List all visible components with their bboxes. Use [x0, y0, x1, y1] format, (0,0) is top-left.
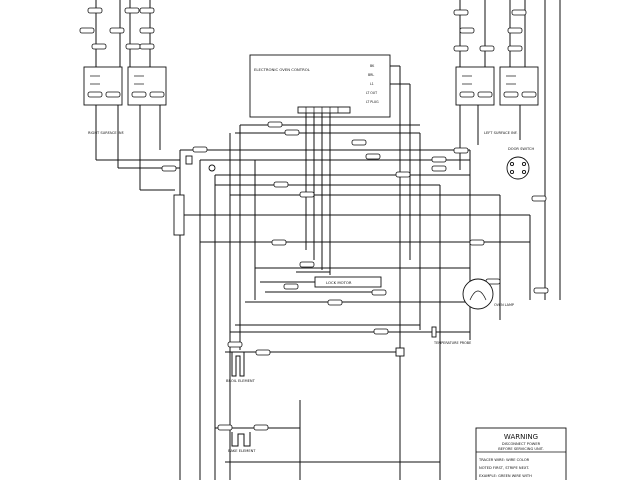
oven-lamp: OVEN LAMP — [462, 278, 514, 310]
oven-lamp-label: OVEN LAMP — [494, 303, 514, 307]
right-surface-inf-label: RIGHT SURFACE INF. — [88, 131, 124, 135]
left-surface-inf-switch: LEFT SURFACE INF. — [455, 66, 539, 135]
electronic-oven-control: ELECTRONIC OVEN CONTROL BK BRL L1 LT OUT… — [249, 54, 391, 118]
control-pin: BK — [370, 64, 375, 68]
temperature-probe-label: TEMPERATURE PROBE — [433, 341, 471, 345]
bake-element-label: BAKE ELEMENT — [228, 449, 256, 453]
warning-box: WARNING DISCONNECT POWER BEFORE SERVICIN… — [475, 427, 567, 480]
broil-element-label: BROIL ELEMENT — [226, 379, 256, 383]
control-pin: BRL — [368, 73, 374, 77]
terminal-block — [173, 155, 216, 236]
warning-note: NOTED FIRST, STRIPE NEXT. — [479, 466, 529, 470]
wiring-network — [95, 0, 561, 480]
control-title: ELECTRONIC OVEN CONTROL — [254, 67, 311, 72]
broil-element: BROIL ELEMENT — [226, 341, 256, 383]
lock-motor-label: LOCK MOTOR — [326, 280, 352, 285]
door-switch: DOOR SWITCH — [506, 147, 534, 180]
lock-motor: LOCK MOTOR — [296, 271, 382, 288]
right-surface-inf-switch: RIGHT SURFACE INF. — [83, 66, 167, 135]
control-pin: LT OUT — [366, 91, 377, 95]
bake-element: BAKE ELEMENT — [228, 432, 256, 453]
wire-tags — [161, 121, 549, 431]
warning-line: BEFORE SERVICING UNIT. — [498, 447, 543, 451]
door-switch-label: DOOR SWITCH — [508, 147, 534, 151]
warning-title: WARNING — [504, 433, 538, 441]
warning-note: EXAMPLE: GREEN WIRE WITH — [479, 474, 532, 478]
left-surface-inf-label: LEFT SURFACE INF. — [484, 131, 517, 135]
temperature-probe: TEMPERATURE PROBE — [395, 326, 471, 357]
control-pin: LT PLUG — [366, 100, 379, 104]
warning-line: DISCONNECT POWER — [502, 442, 541, 446]
warning-note: TRACER WIRE: WIRE COLOR — [478, 458, 530, 462]
top-connectors — [79, 7, 527, 52]
control-pin: L1 — [370, 82, 374, 86]
